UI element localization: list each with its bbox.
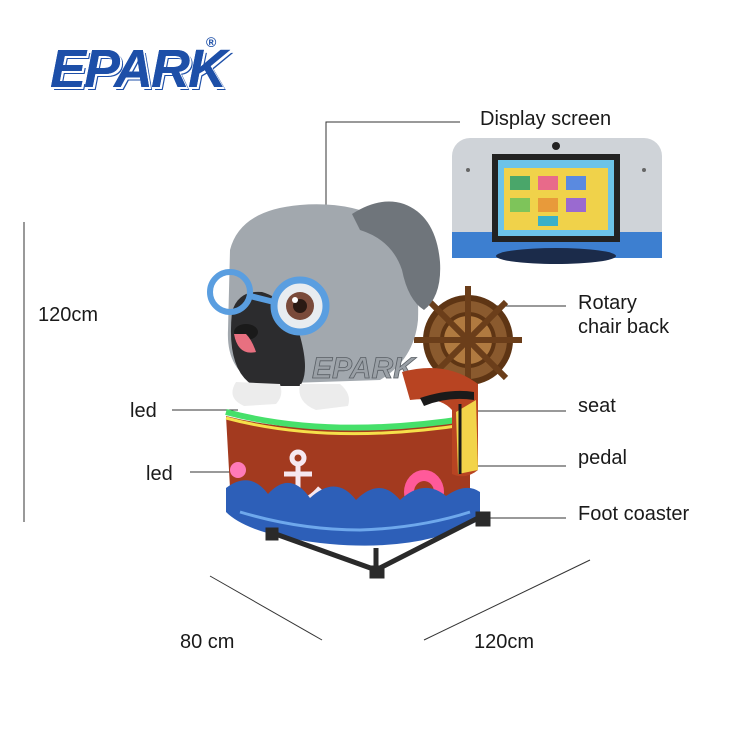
dog-head: EPARK [207, 201, 441, 410]
foot-coaster-label: Foot coaster [578, 503, 690, 525]
brand-logo: EPARK [50, 39, 227, 99]
led-top-label: led [130, 400, 157, 422]
depth-dimension-line [209, 575, 323, 641]
rotary-label-line2: chair back [578, 316, 670, 338]
svg-text:EPARK: EPARK [312, 352, 417, 385]
led-bottom-label: led [146, 463, 173, 485]
rotary-label-line1: Rotary [578, 292, 637, 314]
seat-label: seat [578, 395, 616, 417]
wave-base [226, 480, 480, 546]
display-screen-label: Display screen [480, 108, 612, 130]
foot-coasters [265, 511, 491, 579]
width-dimension-line [423, 559, 591, 641]
pedal-label: pedal [578, 447, 627, 469]
display-screen-leader [325, 121, 460, 222]
height-dimension-label: 120cm [38, 304, 99, 326]
registered-mark: ® [206, 34, 217, 50]
width-dimension-label: 120cm [474, 631, 535, 653]
depth-dimension-label: 80 cm [180, 631, 235, 653]
display-screen-inset [452, 138, 662, 264]
